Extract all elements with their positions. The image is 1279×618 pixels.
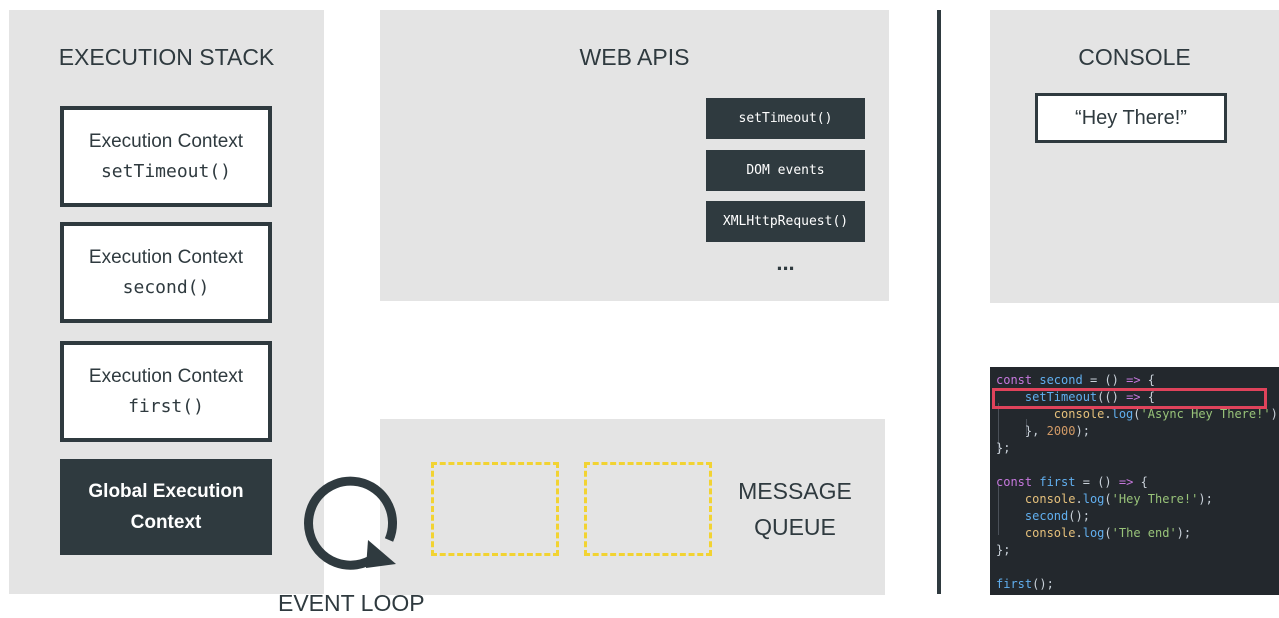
code-line: const first = () => {: [996, 475, 1148, 489]
queue-slot: [431, 462, 559, 556]
code-snippet: const second = () => { setTimeout(() => …: [990, 367, 1279, 595]
console-title: CONSOLE: [1078, 44, 1191, 70]
context-label: Execution Context: [88, 247, 244, 268]
code-line: setTimeout(() => {: [1024, 390, 1155, 404]
code-line: }, 2000);: [1024, 424, 1090, 438]
global-context-line1: Global Execution: [88, 481, 244, 502]
web-apis-panel: WEB APIS setTimeout() DOM events XMLHttp…: [380, 10, 889, 301]
api-xmlhttprequest: XMLHttpRequest(): [706, 201, 865, 242]
message-queue-panel: MESSAGE QUEUE: [380, 419, 885, 595]
code-line: console.log('Hey There!');: [1024, 492, 1213, 506]
indent-guide: [998, 403, 999, 453]
code-line: const second = () => {: [996, 373, 1156, 387]
message-queue-title: MESSAGE QUEUE: [728, 473, 862, 545]
execution-context-second: Execution Context second(): [60, 222, 272, 323]
message-queue-title-line1: MESSAGE: [738, 478, 852, 504]
web-apis-title: WEB APIS: [579, 44, 690, 70]
loop-arrow-icon: [304, 476, 397, 570]
indent-guide: [1026, 419, 1027, 435]
message-queue-title-line2: QUEUE: [754, 514, 836, 540]
api-dom-events: DOM events: [706, 150, 865, 191]
code-line: };: [996, 441, 1011, 455]
api-settimeout: setTimeout(): [706, 98, 865, 139]
code-line: console.log('Async Hey There!');: [1053, 407, 1279, 421]
execution-stack-title: EXECUTION STACK: [58, 44, 275, 70]
current-line-highlight: [992, 388, 1267, 409]
global-context-line2: Context: [130, 512, 202, 533]
execution-context-first: Execution Context first(): [60, 341, 272, 442]
context-function: first(): [128, 396, 204, 417]
console-output: “Hey There!”: [1035, 93, 1227, 143]
context-label: Execution Context: [88, 366, 244, 387]
code-line: first();: [996, 577, 1054, 591]
execution-context-settimeout: Execution Context setTimeout(): [60, 106, 272, 207]
context-label: Execution Context: [88, 131, 244, 152]
queue-slot: [584, 462, 712, 556]
indent-guide: [998, 485, 999, 535]
global-execution-context: Global Execution Context: [60, 459, 272, 555]
context-function: second(): [122, 277, 210, 298]
context-function: setTimeout(): [100, 161, 232, 182]
api-more-ellipsis: ...: [776, 250, 795, 275]
code-line: second();: [1024, 509, 1090, 523]
execution-stack-panel: EXECUTION STACK Execution Context setTim…: [9, 10, 324, 594]
code-line: };: [996, 543, 1011, 557]
code-line: console.log('The end');: [1024, 526, 1192, 540]
console-panel: CONSOLE “Hey There!”: [990, 10, 1279, 303]
event-loop-label: EVENT LOOP: [278, 590, 425, 616]
divider: [937, 10, 941, 594]
